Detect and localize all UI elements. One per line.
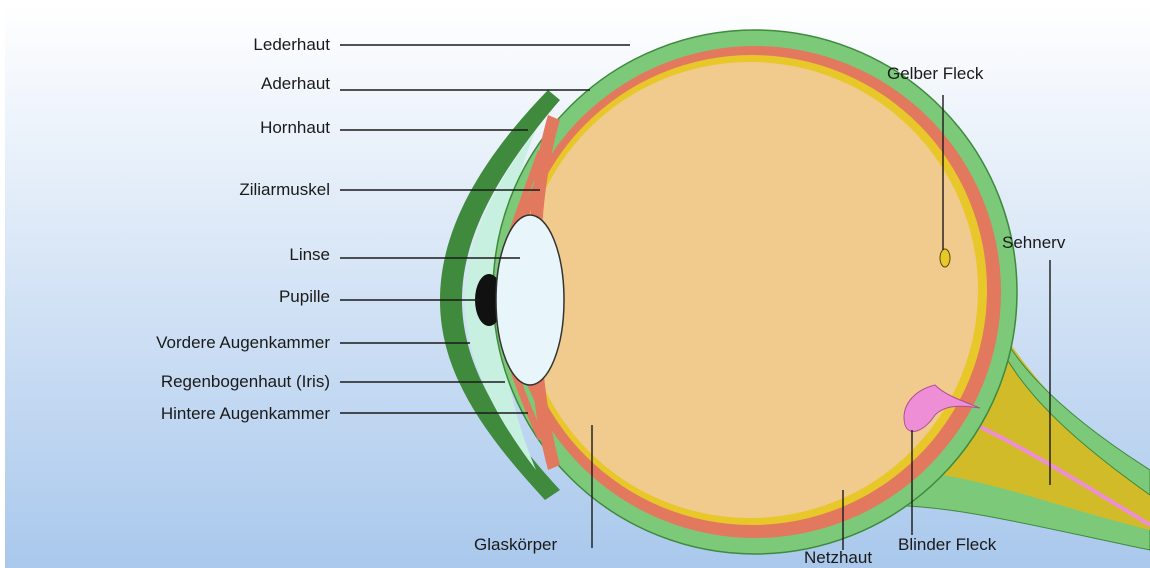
vitreous-body (522, 62, 978, 518)
label-lederhaut: Lederhaut (150, 35, 330, 55)
label-vordere-augenkammer: Vordere Augenkammer (90, 333, 330, 353)
label-netzhaut: Netzhaut (804, 548, 872, 568)
macula (940, 249, 950, 267)
label-gelber-fleck: Gelber Fleck (887, 64, 983, 84)
label-hintere-augenkammer: Hintere Augenkammer (90, 404, 330, 424)
label-blinder-fleck: Blinder Fleck (898, 535, 996, 555)
label-hornhaut: Hornhaut (150, 118, 330, 138)
label-glaskoerper: Glaskörper (474, 535, 557, 555)
lens (496, 215, 564, 385)
label-aderhaut: Aderhaut (150, 74, 330, 94)
label-ziliarmuskel: Ziliarmuskel (150, 180, 330, 200)
label-pupille: Pupille (150, 287, 330, 307)
label-sehnerv: Sehnerv (1002, 233, 1065, 253)
label-regenbogenhaut: Regenbogenhaut (Iris) (90, 372, 330, 392)
label-linse: Linse (150, 245, 330, 265)
